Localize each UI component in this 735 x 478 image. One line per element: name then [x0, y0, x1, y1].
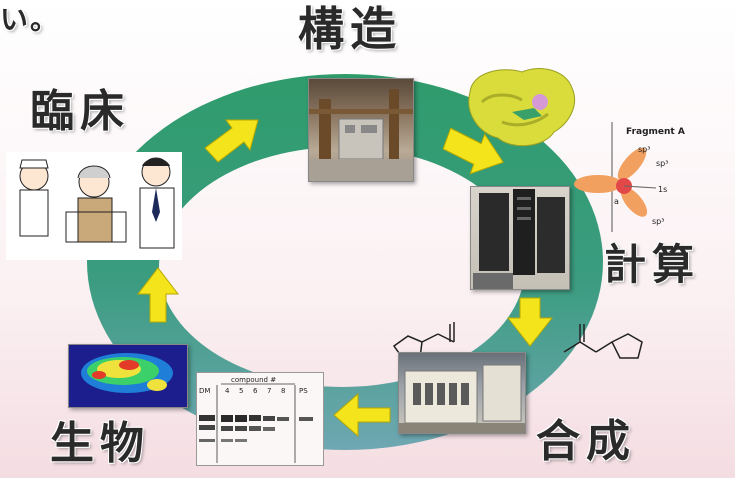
computation-server-photo	[470, 186, 570, 290]
blot-lane-label: 8	[281, 387, 285, 395]
blot-bands	[199, 415, 313, 442]
left-arrow	[333, 392, 391, 438]
stage-label-clinical: 臨床	[30, 86, 130, 137]
down-arrow	[506, 297, 554, 347]
orbital-label: sp³	[652, 217, 664, 226]
stage-label-structure: 構造	[298, 2, 402, 56]
heatmap-image	[81, 353, 173, 393]
stage-label-computation: 計算	[604, 240, 701, 289]
orbital-label: a	[614, 197, 619, 206]
blot-lane-label: DM	[199, 387, 210, 395]
synthesis-machine-photo	[398, 352, 526, 434]
blot-lane-label: 4	[225, 387, 230, 395]
orbital-label: sp³	[656, 159, 668, 168]
right-arrow-2	[442, 127, 504, 175]
blot-lane-label: 6	[253, 387, 258, 395]
blot-lane-label: 7	[267, 387, 271, 395]
biology-heatmap-image	[68, 344, 188, 408]
blot-lane-label: 5	[239, 387, 243, 395]
orbital-figure: Fragment A sp³ sp³ 1s sp³ a	[574, 122, 685, 232]
stage-label-synthesis: 合成	[536, 416, 636, 467]
right-arrow	[204, 119, 259, 163]
synthesizer-image	[399, 364, 525, 433]
up-arrow	[136, 267, 180, 323]
structure-facility-photo	[308, 78, 414, 182]
protein-surface-image	[468, 68, 576, 147]
top-text-fragment: い。	[0, 3, 61, 36]
orbital-title: Fragment A	[626, 127, 685, 137]
western-blot-image: compound # DM 4 5 6 7 8 PS	[199, 376, 313, 463]
blot-header: compound #	[231, 376, 276, 384]
orbital-label: 1s	[658, 185, 667, 194]
blot-lane-label: PS	[299, 387, 308, 395]
stage-label-biology: 生物	[50, 418, 150, 469]
facility-image	[309, 89, 413, 181]
orbital-label: sp³	[638, 145, 650, 154]
clinical-illustration	[6, 152, 182, 260]
server-image	[473, 189, 565, 289]
western-blot: compound # DM 4 5 6 7 8 PS	[196, 372, 324, 466]
